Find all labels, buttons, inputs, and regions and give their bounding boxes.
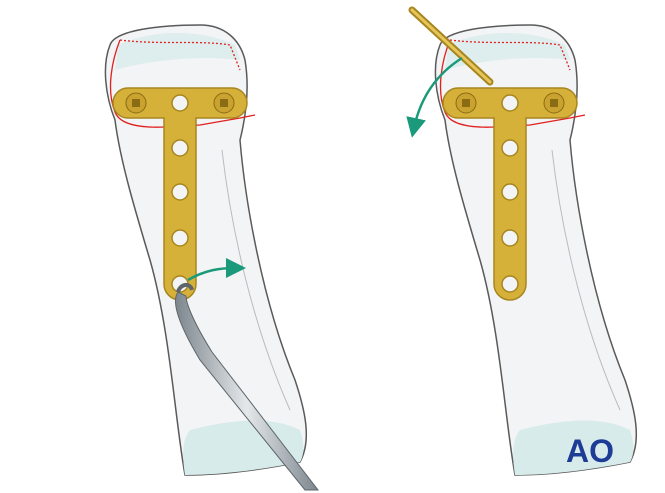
arrow-icon bbox=[187, 258, 246, 282]
screw-head bbox=[213, 92, 235, 114]
left-plate bbox=[112, 87, 248, 301]
screw-head bbox=[125, 92, 147, 114]
hook-tip bbox=[176, 283, 194, 293]
right-bone bbox=[434, 24, 638, 476]
right-plate bbox=[442, 87, 578, 301]
hook-instrument bbox=[175, 291, 320, 491]
rotation-arrow-icon bbox=[406, 56, 463, 138]
ao-logo: AO bbox=[566, 433, 614, 469]
